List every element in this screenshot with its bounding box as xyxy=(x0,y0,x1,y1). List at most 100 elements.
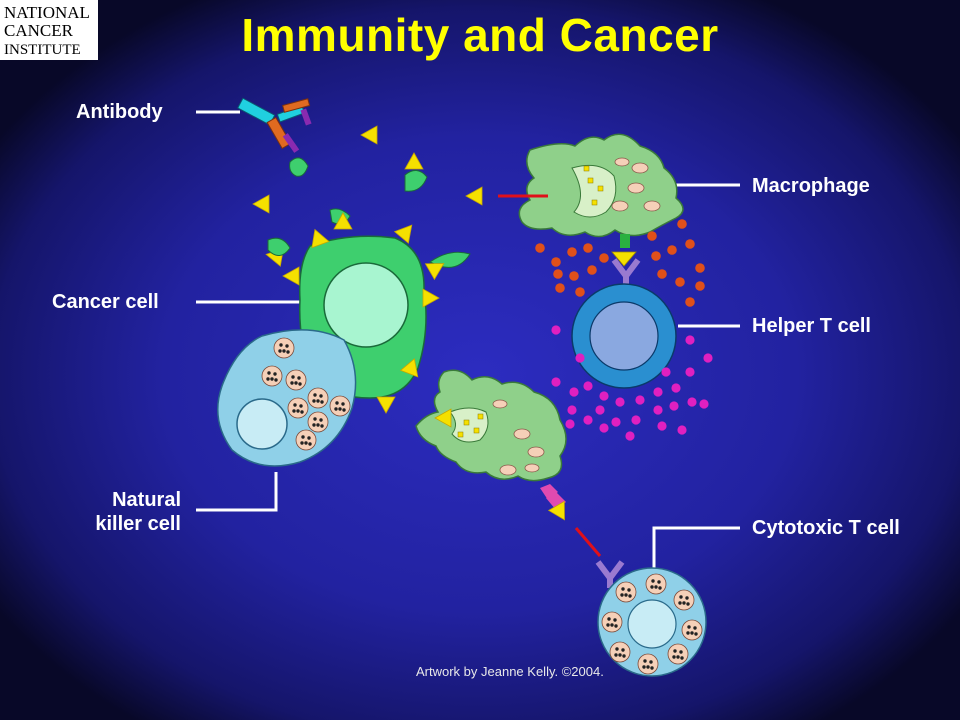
label-helper-t-cell: Helper T cell xyxy=(752,315,871,337)
cytokines-magenta xyxy=(551,325,713,441)
macrophage-lower xyxy=(415,369,567,482)
label-antibody: Antibody xyxy=(76,101,163,123)
cytotoxic-granule xyxy=(615,581,637,603)
nk-granule-dot xyxy=(300,441,304,445)
nk-granule-dot xyxy=(312,423,316,427)
cytokine-orange xyxy=(535,243,545,253)
cytokine-orange xyxy=(583,243,593,253)
cytokine-orange xyxy=(685,239,695,249)
helper-t-cell xyxy=(571,283,677,389)
cytotoxic-granule-dot xyxy=(607,617,611,621)
cytotoxic-granule-dot xyxy=(628,594,632,598)
cytotoxic-granule-dot xyxy=(687,625,691,629)
cytokines-orange xyxy=(535,219,705,307)
cytotoxic-granule-dot xyxy=(624,593,628,597)
cytotoxic-granule-dot xyxy=(622,654,626,658)
label-natural-killer-line2: killer cell xyxy=(95,513,181,535)
cytokine-orange xyxy=(587,265,597,275)
cytotoxic-granule-dot xyxy=(654,585,658,589)
cytokine-magenta xyxy=(551,325,561,335)
label-macrophage: Macrophage xyxy=(752,175,870,197)
cytotoxic-granule-dot xyxy=(646,665,650,669)
nk-granule-dot xyxy=(296,409,300,413)
nk-granule-dot xyxy=(286,350,290,354)
cytokine-magenta xyxy=(687,397,697,407)
cytotoxic-granules xyxy=(601,573,703,675)
nk-granule xyxy=(307,387,329,409)
cytokine-magenta xyxy=(671,383,681,393)
cytotoxic-granule-dot xyxy=(614,624,618,628)
cytokine-magenta xyxy=(699,399,709,409)
nk-granule-dot xyxy=(291,375,295,379)
cytotoxic-granule-dot xyxy=(673,649,677,653)
cytotoxic-granule-dot xyxy=(620,593,624,597)
cytokine-orange xyxy=(685,297,695,307)
cytotoxic-granule-dot xyxy=(613,618,617,622)
cytokine-orange xyxy=(675,277,685,287)
cytokine-orange xyxy=(657,269,667,279)
cytotoxic-granule-dot xyxy=(657,580,661,584)
cytotoxic-granule-dot xyxy=(693,626,697,630)
cytokine-magenta xyxy=(583,381,593,391)
nk-granule-dot xyxy=(293,403,297,407)
cytokine-orange xyxy=(695,281,705,291)
cytokine-orange xyxy=(667,245,677,255)
cytotoxic-granule-dot xyxy=(610,623,614,627)
label-natural-killer-line1: Natural xyxy=(112,489,181,511)
cytotoxic-granule-dot xyxy=(682,601,686,605)
cytokine-orange xyxy=(551,257,561,267)
cytokine-orange xyxy=(555,283,565,293)
nk-granule-dot xyxy=(313,417,317,421)
nk-granule xyxy=(307,411,329,433)
cytotoxic-granule-dot xyxy=(658,586,662,590)
cytokine-orange xyxy=(695,263,705,273)
nk-granule xyxy=(295,429,317,451)
cytokine-orange xyxy=(677,219,687,229)
cytotoxic-granule-dot xyxy=(650,666,654,670)
nk-granule-dot xyxy=(334,407,338,411)
nk-granule-dot xyxy=(313,393,317,397)
cytotoxic-granule-dot xyxy=(686,631,690,635)
nci-logo: NATIONAL CANCER INSTITUTE xyxy=(0,0,98,60)
cytotoxic-granule-dot xyxy=(690,631,694,635)
cytokine-magenta xyxy=(677,425,687,435)
nk-granule-dot xyxy=(301,435,305,439)
cytotoxic-granule-dot xyxy=(679,595,683,599)
nk-granule xyxy=(285,369,307,391)
cytokine-magenta xyxy=(583,415,593,425)
cytokine-magenta xyxy=(551,377,561,387)
cytokine-magenta xyxy=(631,415,641,425)
cytokine-orange xyxy=(651,251,661,261)
cytotoxic-granule-dot xyxy=(679,650,683,654)
cytotoxic-granule-dot xyxy=(650,585,654,589)
cytokine-magenta xyxy=(703,353,713,363)
nk-granule-dot xyxy=(274,378,278,382)
cytokine-magenta xyxy=(685,367,695,377)
cytotoxic-granule-dot xyxy=(614,653,618,657)
cytokine-magenta xyxy=(575,353,585,363)
nk-granule-dot xyxy=(294,381,298,385)
cytokine-magenta xyxy=(635,395,645,405)
nk-granule-dot xyxy=(319,418,323,422)
cytotoxic-granule-dot xyxy=(685,596,689,600)
cytokine-magenta xyxy=(611,417,621,427)
cytotoxic-granule-dot xyxy=(627,588,631,592)
nk-granule xyxy=(329,395,351,417)
cytokine-orange xyxy=(567,247,577,257)
nk-granule-dot xyxy=(312,399,316,403)
nk-granule-dot xyxy=(341,402,345,406)
nk-granule-dot xyxy=(320,424,324,428)
nk-granule-dot xyxy=(267,371,271,375)
nk-granule-dot xyxy=(298,382,302,386)
artwork-credit: Artwork by Jeanne Kelly. ©2004. xyxy=(416,664,604,679)
nk-granule-dot xyxy=(342,408,346,412)
cytotoxic-granule xyxy=(681,619,703,641)
cytokine-magenta xyxy=(615,397,625,407)
nk-granule-dot xyxy=(290,381,294,385)
nk-granule-dot xyxy=(278,349,282,353)
cytotoxic-granule-dot xyxy=(643,659,647,663)
nk-granules xyxy=(261,337,351,451)
